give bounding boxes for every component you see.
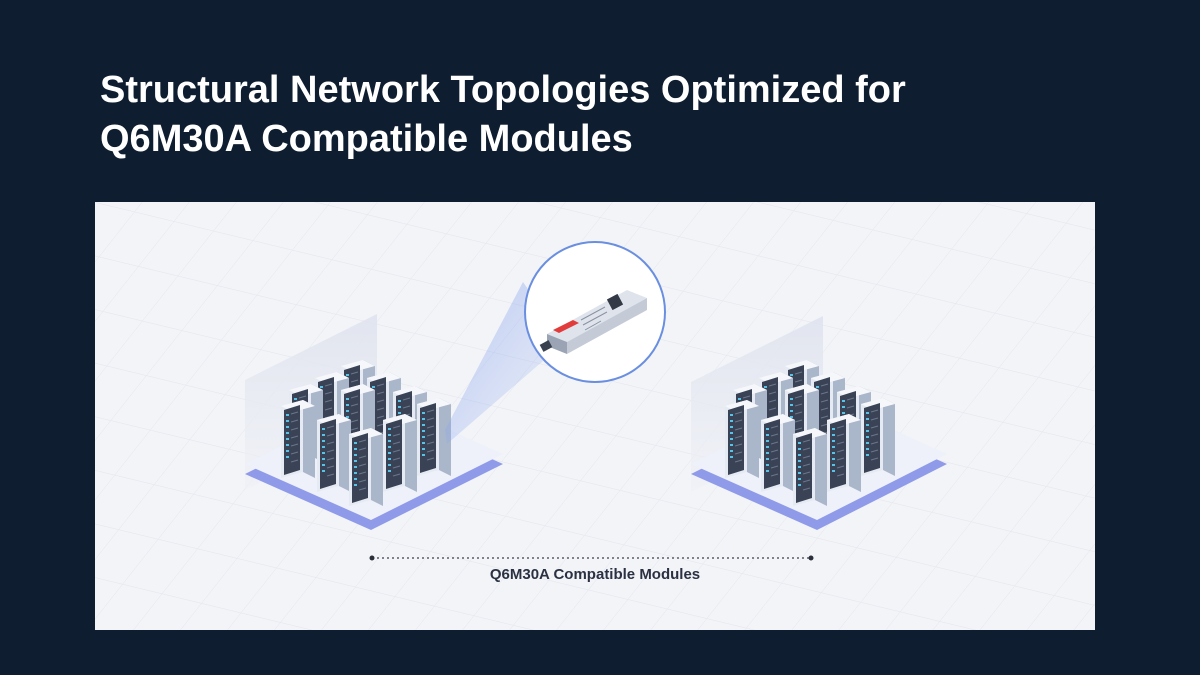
server-cluster-left [245, 314, 503, 530]
page-title-line-1: Structural Network Topologies Optimized … [100, 69, 906, 111]
server-cluster-right [691, 316, 947, 530]
connection-caption: Q6M30A Compatible Modules [489, 566, 701, 583]
page-title: Structural Network Topologies Optimized … [100, 66, 1100, 164]
page-title-line-2: Q6M30A Compatible Modules [100, 118, 633, 160]
topology-diagram [95, 202, 1095, 630]
sfp-module-icon [524, 241, 666, 383]
connection-line [369, 555, 814, 561]
diagram-panel: Q6M30A Compatible Modules [95, 202, 1095, 630]
